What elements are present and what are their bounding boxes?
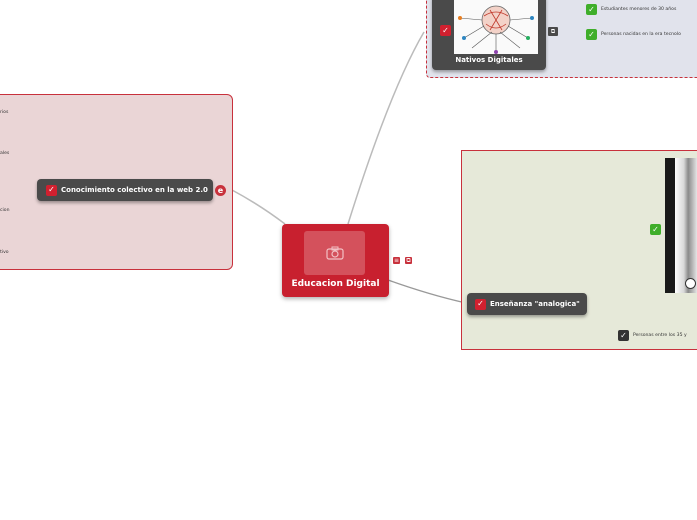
top-topic-node[interactable]: Nativos Digitales xyxy=(432,0,546,70)
check-icon: ✓ xyxy=(650,224,661,235)
left-leaf-3[interactable]: cion xyxy=(0,208,10,213)
left-topic-node[interactable]: ✓ Conocimiento colectivo en la web 2.0 xyxy=(37,179,213,201)
check-icon: ✓ xyxy=(586,4,597,15)
check-icon: ✓ xyxy=(475,298,486,310)
top-leaf-2-label: Personas nacidas en la era tecnolo xyxy=(601,32,681,37)
check-icon: ✓ xyxy=(586,29,597,40)
image-placeholder[interactable] xyxy=(304,231,365,275)
top-leaf-2[interactable]: ✓ Personas nacidas en la era tecnolo xyxy=(586,29,681,40)
right-branch-region xyxy=(461,150,697,350)
central-topic-node[interactable]: Educacion Digital xyxy=(282,224,389,297)
left-topic-label: Conocimiento colectivo en la web 2.0 xyxy=(61,186,208,194)
left-leaf-2[interactable]: ales xyxy=(0,151,10,156)
top-leaf-1-label: Estudiantes menores de 30 años xyxy=(601,7,677,12)
right-topic-node[interactable]: ✓ Enseñanza "analogica" xyxy=(467,293,587,315)
top-topic-label: Nativos Digitales xyxy=(455,56,523,64)
link-icon[interactable]: e xyxy=(215,185,226,196)
right-leaf-1[interactable]: ✓ Personas entre los 35 y xyxy=(618,330,687,341)
left-leaf-1[interactable]: rios xyxy=(0,110,9,115)
check-icon: ✓ xyxy=(46,184,57,196)
top-leaf-1[interactable]: ✓ Estudiantes menores de 30 años xyxy=(586,4,676,15)
network-brain-image xyxy=(454,0,538,54)
camera-icon xyxy=(325,246,344,260)
check-icon: ✓ xyxy=(440,25,451,36)
collapse-icon[interactable]: ⧉ xyxy=(548,27,558,36)
analog-teaching-image xyxy=(665,158,697,293)
left-leaf-4[interactable]: tivo xyxy=(0,250,9,255)
right-leaf-1-label: Personas entre los 35 y xyxy=(633,333,687,338)
central-topic-label: Educacion Digital xyxy=(291,279,380,289)
check-icon: ✓ xyxy=(618,330,629,341)
open-icon[interactable]: ⧉ xyxy=(404,256,413,265)
right-topic-label: Enseñanza "analogica" xyxy=(490,300,580,308)
notes-icon[interactable]: ≡ xyxy=(392,256,401,265)
